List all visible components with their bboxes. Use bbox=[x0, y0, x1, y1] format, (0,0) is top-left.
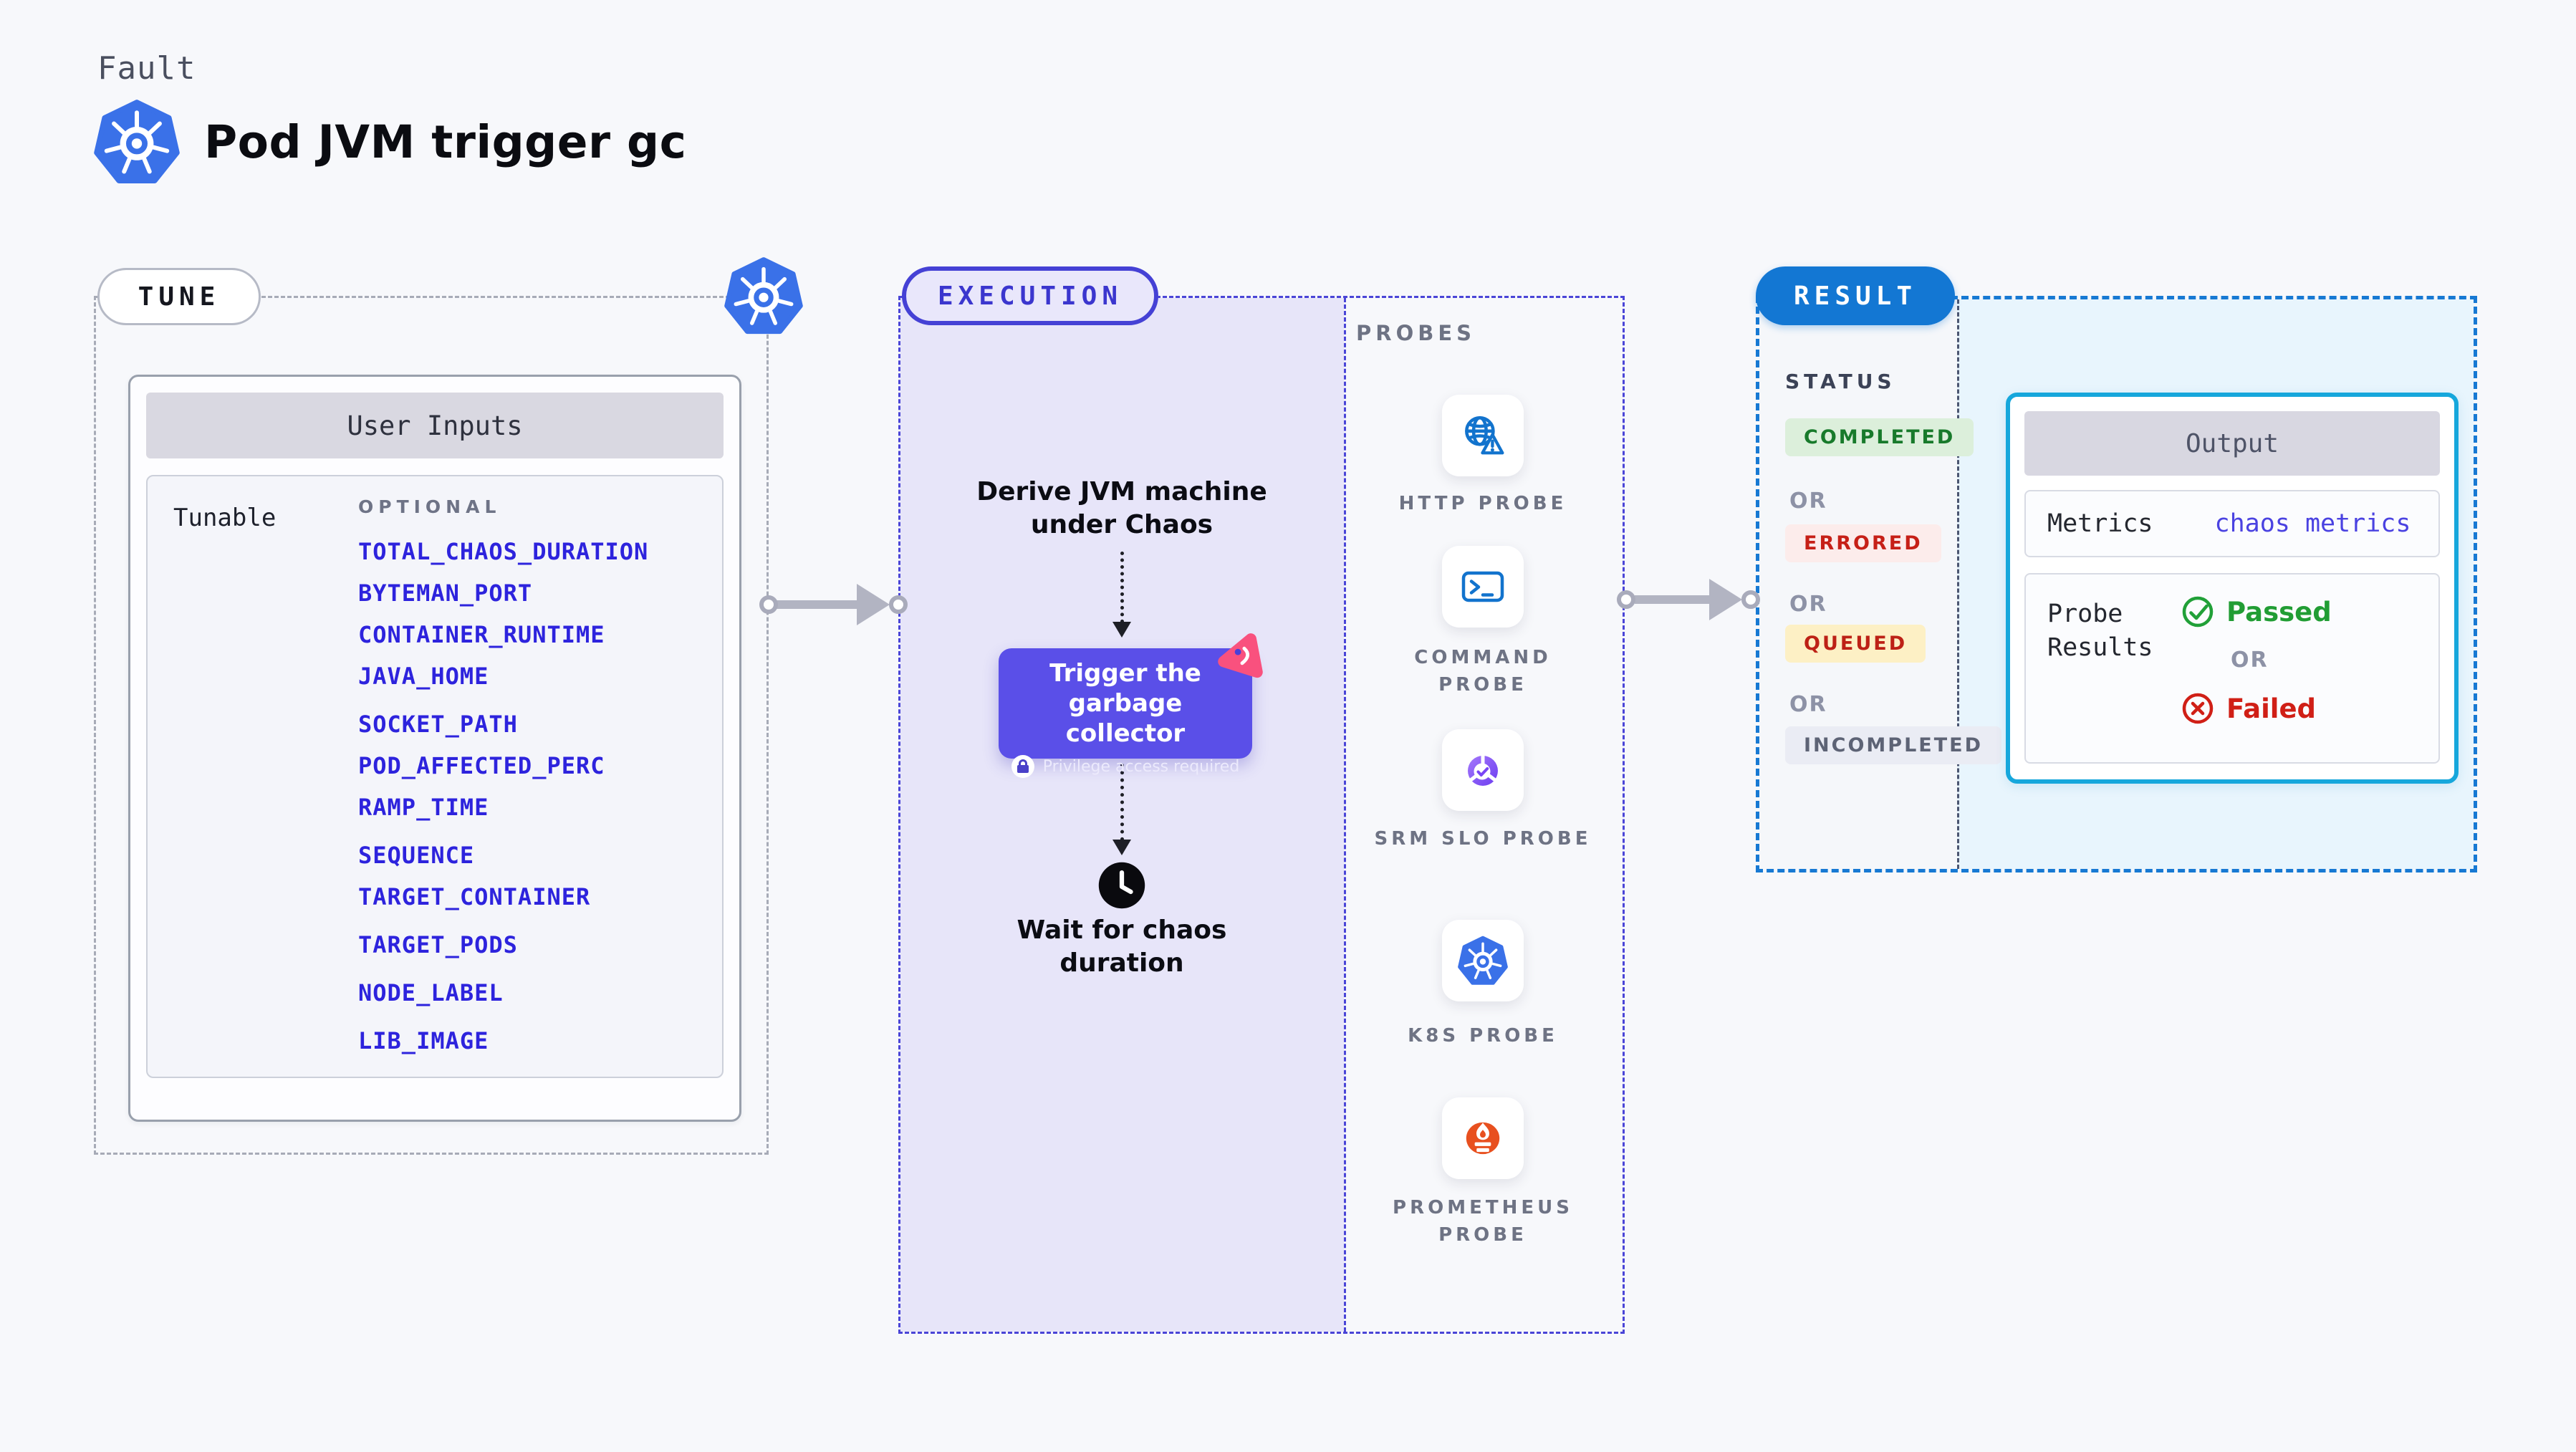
fault-kicker: Fault bbox=[97, 50, 196, 87]
or-label: OR bbox=[1789, 592, 1827, 617]
param-container-runtime[interactable]: CONTAINER_RUNTIME bbox=[358, 621, 605, 648]
metrics-row: Metrics chaos metrics bbox=[2024, 490, 2440, 557]
kubernetes-icon bbox=[94, 99, 180, 185]
tune-region bbox=[94, 296, 769, 1155]
failed-result: Failed bbox=[2181, 691, 2332, 726]
tune-pill[interactable]: TUNE bbox=[97, 268, 261, 325]
param-ramp-time[interactable]: RAMP_TIME bbox=[358, 794, 489, 821]
command-probe-label: COMMAND PROBE bbox=[1414, 647, 1552, 696]
check-circle-icon bbox=[2182, 596, 2214, 628]
param-target-pods[interactable]: TARGET_PODS bbox=[358, 931, 518, 958]
param-target-container[interactable]: TARGET_CONTAINER bbox=[358, 883, 591, 910]
k8s-probe-card[interactable] bbox=[1442, 920, 1524, 1001]
prometheus-probe-card[interactable] bbox=[1442, 1097, 1524, 1179]
probe-results-row: Probe Results Passed OR Failed bbox=[2024, 573, 2440, 764]
output-header: Output bbox=[2024, 411, 2440, 476]
derive-jvm-node: Derive JVM machine under Chaos bbox=[976, 477, 1267, 539]
arrow-down-icon bbox=[1112, 622, 1131, 638]
param-sequence[interactable]: SEQUENCE bbox=[358, 842, 475, 869]
probe-results-label: Probe Results bbox=[2047, 600, 2153, 662]
param-list: TOTAL_CHAOS_DURATION BYTEMAN_PORT CONTAI… bbox=[358, 531, 648, 1062]
http-probe-card[interactable] bbox=[1442, 395, 1524, 476]
x-circle-icon bbox=[2182, 693, 2214, 724]
passed-result: Passed bbox=[2181, 595, 2332, 629]
status-badge-errored: ERRORED bbox=[1785, 524, 1941, 562]
metrics-label: Metrics bbox=[2047, 509, 2153, 538]
trigger-gc-button[interactable]: Trigger the garbage collector Privilege … bbox=[999, 648, 1252, 778]
param-total-chaos-duration[interactable]: TOTAL_CHAOS_DURATION bbox=[358, 538, 649, 565]
param-socket-path[interactable]: SOCKET_PATH bbox=[358, 711, 518, 738]
param-pod-affected-perc[interactable]: POD_AFFECTED_PERC bbox=[358, 752, 605, 779]
probe-results-values: Passed OR Failed bbox=[2181, 595, 2332, 726]
user-inputs-card: User Inputs Tunable OPTIONAL TOTAL_CHAOS… bbox=[128, 375, 741, 1122]
slo-check-icon bbox=[1468, 753, 1498, 786]
metrics-value: chaos metrics bbox=[2214, 509, 2411, 538]
kubernetes-icon bbox=[1458, 936, 1508, 986]
prometheus-icon bbox=[1466, 1122, 1500, 1155]
privilege-row: Privilege access required bbox=[1011, 755, 1240, 778]
prometheus-probe-label: PROMETHEUS PROBE bbox=[1393, 1197, 1573, 1246]
status-badge-queued: QUEUED bbox=[1785, 625, 1926, 663]
privilege-label: Privilege access required bbox=[1042, 757, 1240, 776]
failed-label: Failed bbox=[2226, 693, 2317, 724]
lock-icon bbox=[1011, 755, 1034, 778]
or-label: OR bbox=[1789, 489, 1827, 514]
execution-pill[interactable]: EXECUTION bbox=[902, 266, 1158, 325]
tunable-label: Tunable bbox=[173, 504, 277, 532]
arrow-down-icon bbox=[1112, 840, 1131, 855]
kubernetes-icon bbox=[724, 256, 803, 335]
flow-connector bbox=[1120, 552, 1124, 623]
status-badge-completed: COMPLETED bbox=[1785, 418, 1974, 456]
globe-warning-icon bbox=[1465, 415, 1504, 455]
optional-label: OPTIONAL bbox=[358, 496, 501, 517]
or-label: OR bbox=[2231, 648, 2269, 673]
or-label: OR bbox=[1789, 692, 1827, 717]
srm-slo-probe-label: SRM SLO PROBE bbox=[1374, 828, 1592, 850]
page-title: Pod JVM trigger gc bbox=[204, 115, 687, 168]
srm-slo-probe-card[interactable] bbox=[1442, 729, 1524, 811]
user-inputs-header: User Inputs bbox=[146, 393, 724, 458]
probes-divider bbox=[1344, 298, 1346, 1332]
k8s-probe-label: K8S PROBE bbox=[1408, 1025, 1558, 1047]
param-byteman-port[interactable]: BYTEMAN_PORT bbox=[358, 580, 533, 607]
http-probe-label: HTTP PROBE bbox=[1398, 493, 1567, 514]
passed-label: Passed bbox=[2226, 596, 2332, 628]
param-node-label[interactable]: NODE_LABEL bbox=[358, 979, 504, 1006]
result-pill[interactable]: RESULT bbox=[1756, 266, 1955, 325]
command-probe-card[interactable] bbox=[1442, 546, 1524, 628]
param-lib-image[interactable]: LIB_IMAGE bbox=[358, 1027, 489, 1054]
output-box: Output Metrics chaos metrics Probe Resul… bbox=[2006, 393, 2459, 784]
chaos-litmus-icon bbox=[1218, 633, 1263, 678]
status-badge-incompleted: INCOMPLETED bbox=[1785, 726, 2001, 764]
param-java-home[interactable]: JAVA_HOME bbox=[358, 663, 489, 690]
clock-icon bbox=[1098, 862, 1145, 909]
trigger-gc-title: Trigger the garbage collector bbox=[1049, 659, 1201, 748]
wait-chaos-node: Wait for chaos duration bbox=[1017, 915, 1227, 978]
user-inputs-body: Tunable OPTIONAL TOTAL_CHAOS_DURATION BY… bbox=[146, 475, 724, 1078]
status-label: STATUS bbox=[1785, 370, 1896, 393]
probes-label: PROBES bbox=[1356, 321, 1476, 345]
terminal-icon bbox=[1461, 571, 1504, 602]
page-header: Pod JVM trigger gc bbox=[94, 99, 686, 185]
flow-connector bbox=[1120, 764, 1124, 841]
